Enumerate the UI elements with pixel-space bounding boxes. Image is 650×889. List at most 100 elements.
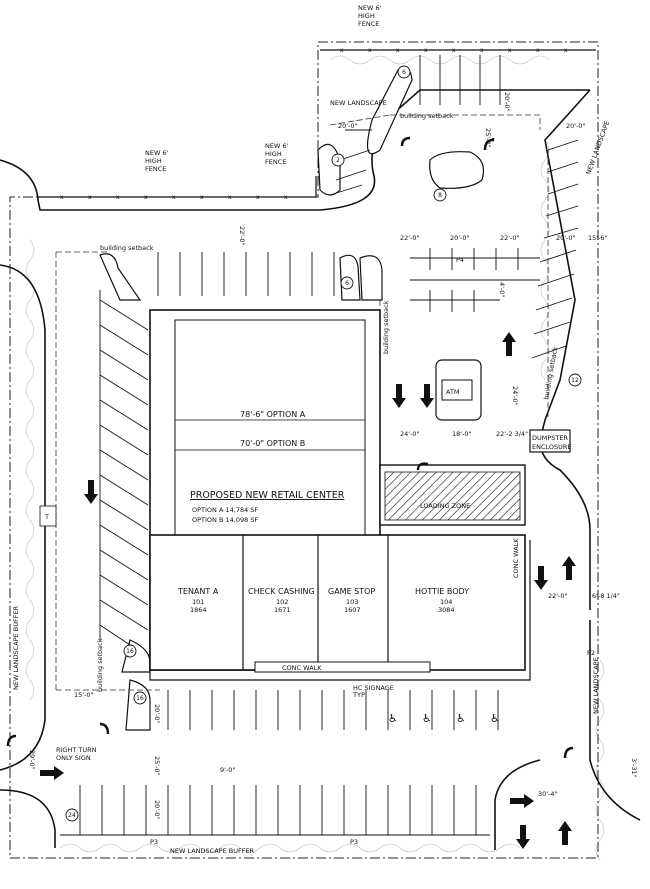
- turn-arrows: [6, 136, 574, 759]
- tenant-name-a: TENANT A: [177, 587, 219, 596]
- landscape-texture: [25, 55, 605, 861]
- stall-count-7: 16: [136, 695, 144, 702]
- dim-20-top: 20'-0": [503, 92, 511, 112]
- t-box-label: T: [44, 513, 49, 521]
- svg-text:x: x: [480, 47, 484, 54]
- p3a-label: P3: [150, 838, 158, 846]
- tenant-name-b: CHECK CASHING: [248, 587, 315, 596]
- stall-count-5: 12: [571, 377, 579, 384]
- hc-signage-label-2: TYP: [352, 691, 365, 699]
- fence-label-mid-2: HIGH: [265, 150, 282, 158]
- dim-25-4: 25'-4": [484, 128, 492, 148]
- fence-label-left-2: HIGH: [145, 157, 162, 165]
- stall-count-3: 8: [438, 192, 442, 199]
- new-landscape-bottom-right-label: NEW LANDSCAPE: [592, 657, 600, 714]
- stall-count-6: 16: [126, 648, 134, 655]
- dim-20-mid: 20'-0": [338, 122, 358, 130]
- svg-text:♿: ♿: [490, 712, 500, 725]
- tenant-sf-c: 1607: [344, 606, 361, 614]
- dim-22-b: 22'-0": [500, 234, 520, 242]
- dim-20-right-top: 20'-0": [566, 122, 586, 130]
- dim-22-top: 22'-0": [400, 234, 420, 242]
- svg-text:♿: ♿: [388, 712, 398, 725]
- tenant-unit-d: 104: [440, 598, 452, 606]
- stall-count-labels: 6 2 8 6 12 16 16 24: [68, 69, 579, 819]
- dim-30-4: 30'-4": [538, 790, 558, 798]
- dim-15-0: 15'-0": [74, 691, 94, 699]
- dumpster-enclosure: [529, 429, 571, 453]
- dim-4-0: 4'-0": [498, 282, 506, 297]
- fence-label-mid: NEW 6' HIGH FENCE: [265, 142, 289, 166]
- p4-label: P4: [456, 256, 464, 264]
- tenant-name-d: HOTTIE BODY: [415, 587, 469, 596]
- dim-20-0-bottom: 20'-0": [153, 800, 161, 820]
- hc-signage-label-1: HC SIGNAGE: [353, 684, 394, 692]
- traffic-arrows: [40, 332, 576, 849]
- dim-24-0: 24'-0": [400, 430, 420, 438]
- dumpster-label-2: ENCLOSURE: [532, 443, 572, 451]
- dim-6-8-1-4: 6'-8 1/4": [592, 592, 620, 600]
- fence-label-top-1: NEW 6': [358, 4, 382, 12]
- atm-island: [435, 359, 482, 421]
- dim-3-1: 3'-31": [630, 758, 638, 778]
- svg-text:x: x: [536, 47, 540, 54]
- svg-text:x: x: [200, 194, 204, 201]
- right-turn-sign-label-2: ONLY SIGN: [56, 754, 91, 762]
- dim-20-0-lower: 20'-0": [153, 704, 161, 724]
- svg-text:x: x: [60, 194, 64, 201]
- fence-label-top-3: FENCE: [358, 20, 379, 28]
- tenant-unit-a: 101: [192, 598, 204, 606]
- svg-text:x: x: [88, 194, 92, 201]
- svg-text:x: x: [256, 194, 260, 201]
- fence-label-top: NEW 6' HIGH FENCE: [358, 4, 382, 28]
- option-b-dimension: 70'-0" OPTION B: [240, 439, 305, 448]
- fence-label-left-3: FENCE: [145, 165, 166, 173]
- dumpster-label-1: DUMPSTER: [532, 434, 568, 442]
- option-b-area: OPTION B 14,098 SF: [192, 516, 258, 524]
- dim-22-vert: 22'-0": [238, 226, 246, 246]
- svg-text:x: x: [508, 47, 512, 54]
- tenant-sf-a: 1864: [190, 606, 207, 614]
- svg-text:♿: ♿: [422, 712, 432, 725]
- dim-9-0: 9'-0": [220, 766, 235, 774]
- setback-label-center: building setback: [382, 300, 390, 354]
- tenant-name-c: GAME STOP: [328, 587, 375, 596]
- setback-label-right: building setback: [542, 346, 559, 400]
- stall-count-circles: [65, 65, 582, 822]
- tenant-unit-c: 103: [346, 598, 358, 606]
- svg-text:♿: ♿: [456, 712, 466, 725]
- svg-text:x: x: [564, 47, 568, 54]
- dim-25-0: 25'-0": [153, 756, 161, 776]
- tenant-sf-d: 3084: [438, 606, 455, 614]
- svg-text:x: x: [368, 47, 372, 54]
- property-line: [9, 41, 599, 859]
- new-landscape-top-label: NEW LANDSCAPE: [330, 99, 387, 107]
- dim-22-2-3-4: 22'-2 3/4": [496, 430, 528, 438]
- dim-24-0-atm: 24'-0": [511, 386, 519, 406]
- setback-label-bottom-left: building setback: [96, 638, 104, 692]
- fence-label-top-2: HIGH: [358, 12, 375, 20]
- parking-stripes: [60, 55, 579, 836]
- dim-15-6: 15'-6": [588, 234, 608, 242]
- building: [149, 309, 531, 681]
- p3b-label: P3: [350, 838, 358, 846]
- fence-label-left: NEW 6' HIGH FENCE: [145, 149, 169, 173]
- new-landscape-buffer-bottom-label: NEW LANDSCAPE BUFFER: [170, 847, 255, 855]
- dimension-labels: 20'-0" 20'-0" 25'-4" 20'-0" 22'-0" 22'-0…: [28, 92, 638, 820]
- option-a-area: OPTION A 14,784 SF: [192, 506, 258, 514]
- svg-text:x: x: [452, 47, 456, 54]
- option-a-dimension: 78'-6" OPTION A: [240, 410, 306, 419]
- setback-label-top: building setback: [400, 112, 454, 120]
- dim-20-c: 20'-0": [556, 234, 576, 242]
- option-dimension-lines: [175, 419, 365, 451]
- svg-text:x: x: [172, 194, 176, 201]
- fence-label-mid-3: FENCE: [265, 158, 286, 166]
- svg-text:x: x: [116, 194, 120, 201]
- handicap-symbols: ♿ ♿ ♿ ♿: [388, 712, 500, 725]
- p2-label: P2: [587, 649, 595, 657]
- stall-count-1: 6: [402, 69, 406, 76]
- dim-20-a: 20'-0": [450, 234, 470, 242]
- atm-label: ATM: [446, 388, 460, 396]
- t-box: [39, 505, 57, 527]
